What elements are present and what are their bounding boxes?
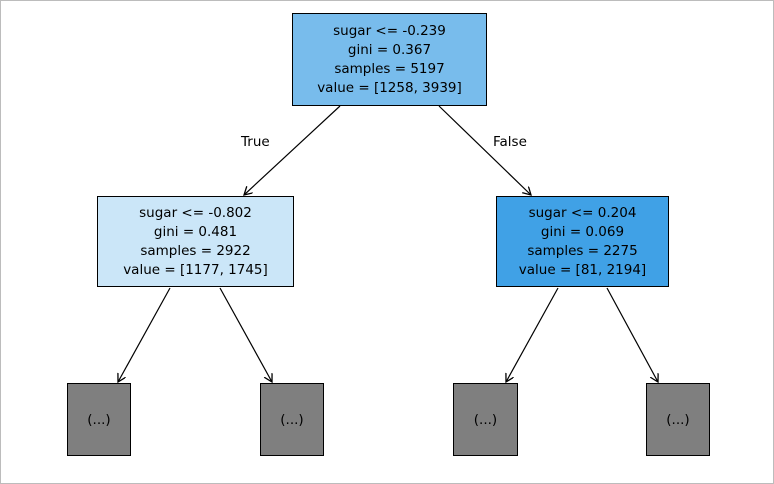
edge-label-true: True (241, 134, 270, 150)
edge-root-to-right (438, 105, 531, 195)
gini-value: gini = 0.367 (347, 41, 432, 58)
collapsed-leaf-label: (...) (666, 411, 690, 428)
collapsed-leaf-node: (...) (646, 383, 710, 456)
collapsed-leaf-label: (...) (473, 411, 498, 428)
gini-value: gini = 0.481 (153, 223, 238, 240)
tree-node-left-child: sugar <= -0.802 gini = 0.481 samples = 2… (97, 196, 294, 287)
class-values: value = [81, 2194] (518, 261, 647, 278)
gini-value: gini = 0.069 (540, 223, 625, 240)
split-condition: sugar <= -0.802 (139, 204, 252, 221)
collapsed-leaf-node: (...) (67, 383, 131, 456)
collapsed-leaf-node: (...) (453, 383, 518, 456)
split-condition: sugar <= 0.204 (528, 204, 637, 221)
samples-count: samples = 2275 (527, 242, 638, 259)
class-values: value = [1177, 1745] (123, 261, 268, 278)
edge-root-to-left (244, 105, 341, 195)
edge-right-to-leaf4 (606, 287, 658, 382)
tree-node-right-child: sugar <= 0.204 gini = 0.069 samples = 22… (496, 196, 669, 287)
edge-left-to-leaf2 (219, 287, 272, 382)
collapsed-leaf-label: (...) (280, 411, 304, 428)
edge-right-to-leaf3 (506, 287, 559, 382)
edge-left-to-leaf1 (118, 287, 171, 382)
split-condition: sugar <= -0.239 (333, 22, 446, 39)
class-values: value = [1258, 3939] (317, 79, 462, 96)
collapsed-leaf-node: (...) (260, 383, 324, 456)
edge-label-false: False (493, 134, 527, 150)
samples-count: samples = 2922 (140, 242, 251, 259)
samples-count: samples = 5197 (334, 60, 445, 77)
tree-node-root: sugar <= -0.239 gini = 0.367 samples = 5… (292, 13, 487, 106)
collapsed-leaf-label: (...) (87, 411, 111, 428)
